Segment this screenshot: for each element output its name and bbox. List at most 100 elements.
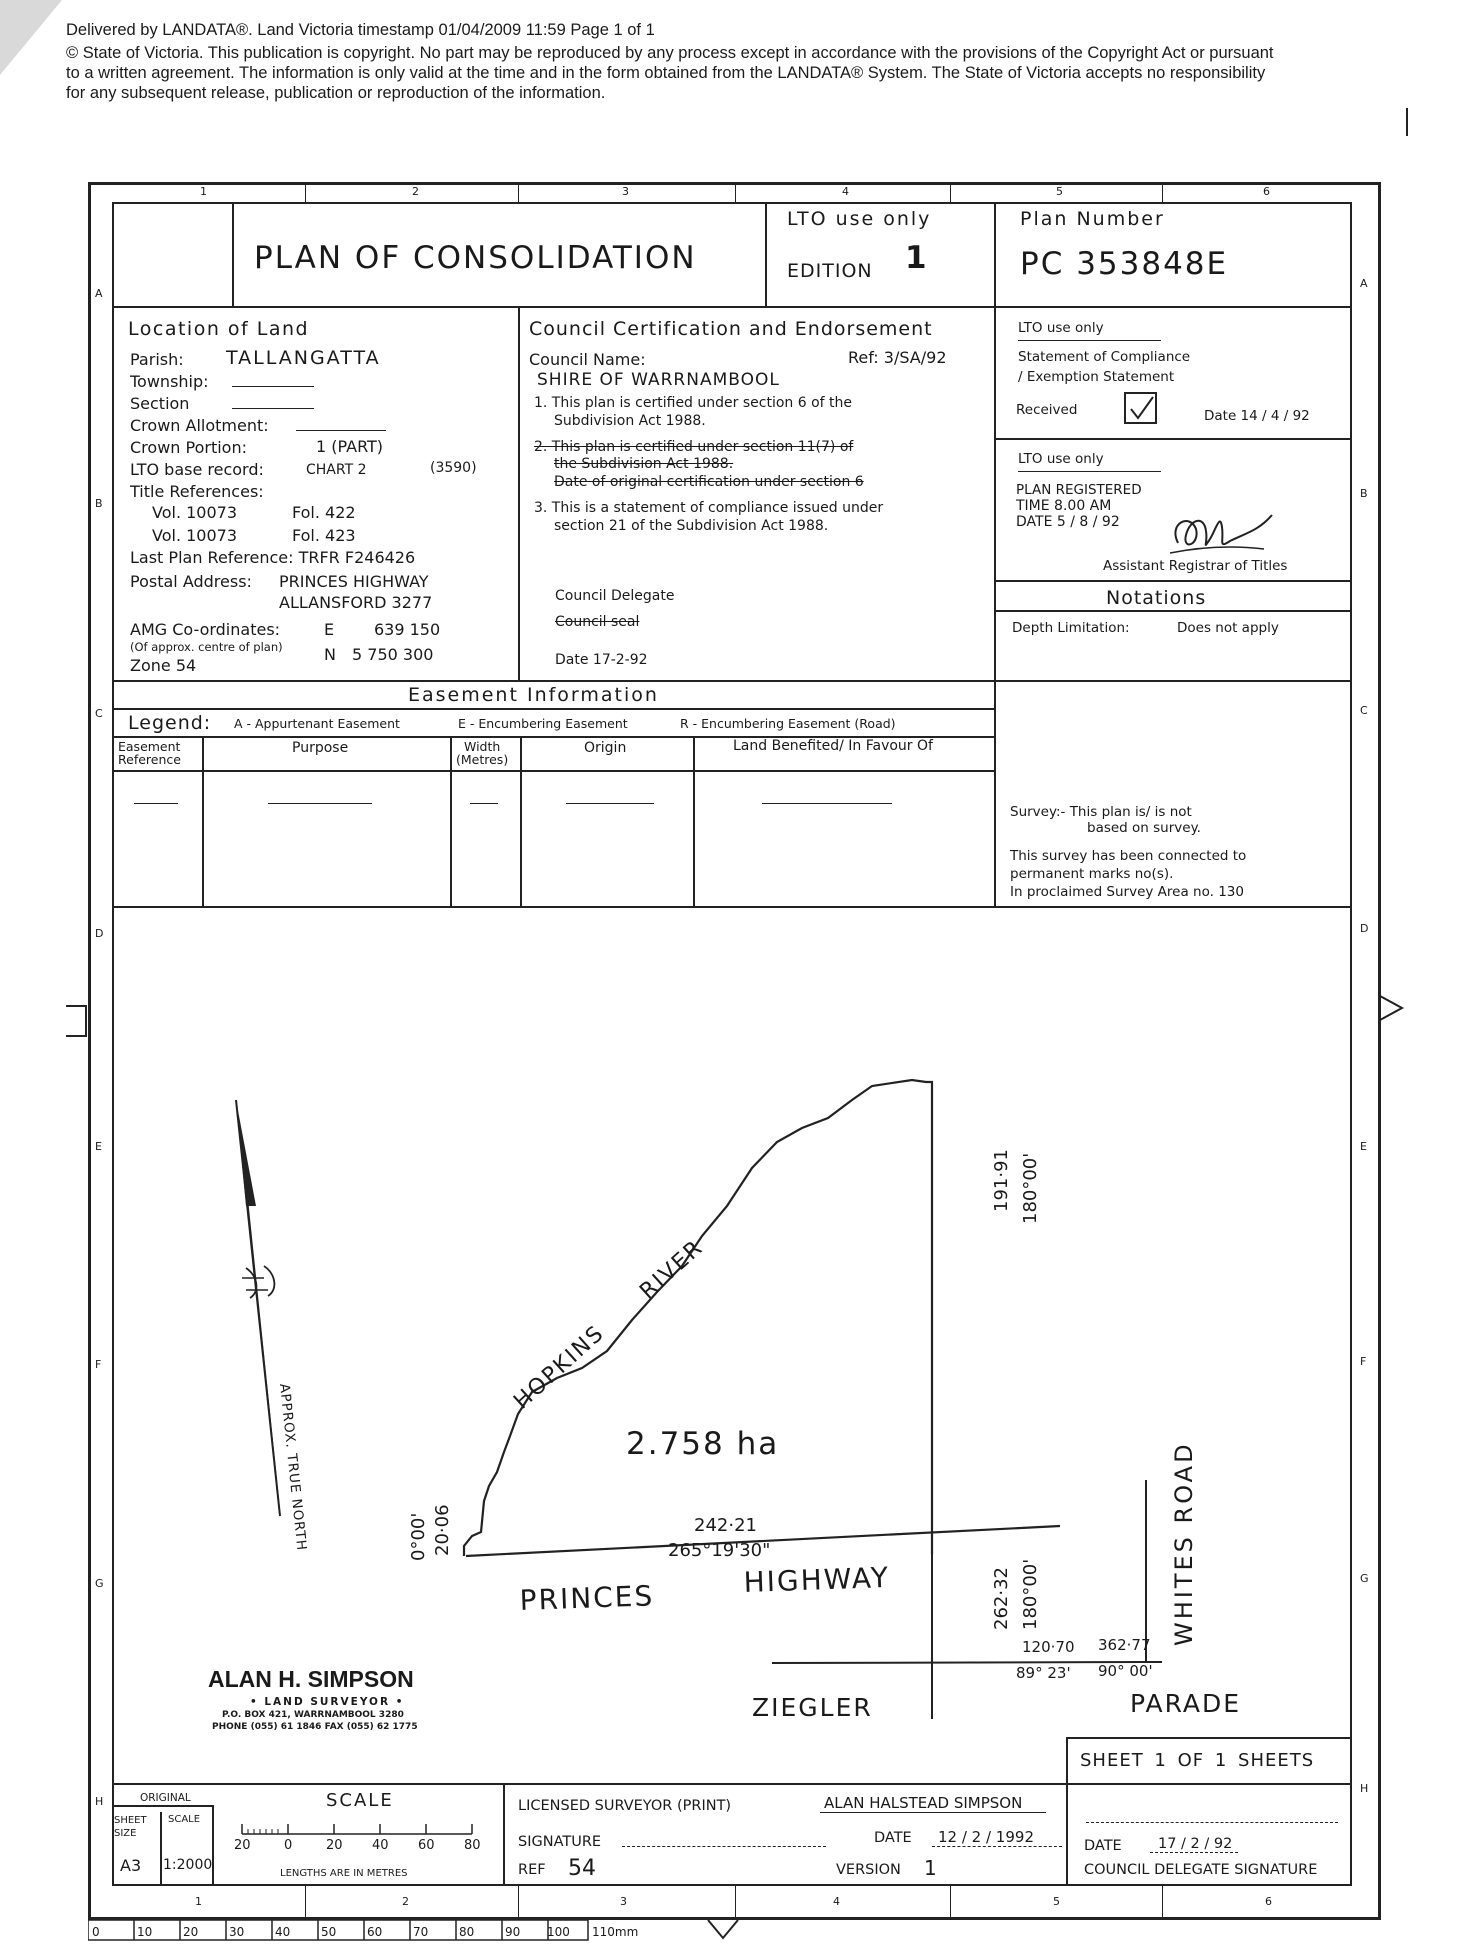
ruler-mark-30: 30 (229, 1925, 245, 1939)
plan-inner-frame (112, 202, 1352, 1886)
boundary-distance-top: 242·21 (694, 1515, 757, 1536)
grid-tick (735, 1886, 736, 1920)
lto-box1-underline (1018, 340, 1161, 341)
notations-heading-underline (994, 610, 1352, 612)
north-label: APPROX. TRUE NORTH (276, 1383, 310, 1552)
lto-box2-label: LTO use only (1018, 451, 1104, 467)
title-refs-label: Title References: (130, 482, 264, 501)
ziegler-bearing: 89° 23' (1016, 1664, 1071, 1682)
legend-label: Legend: (128, 712, 212, 734)
postal-address-label: Postal Address: (130, 572, 252, 591)
surveyor-stamp-phone: PHONE (055) 61 1846 FAX (055) 62 1775 (212, 1722, 418, 1732)
ref-value: 54 (568, 1856, 596, 1881)
ruler-mark-60: 60 (367, 1925, 383, 1939)
road-label-ziegler: ZIEGLER (752, 1693, 873, 1722)
grid-row-b-left: B (95, 497, 103, 510)
grid-tick (950, 1886, 951, 1920)
location-council-divider (518, 306, 520, 680)
licensed-surveyor-name: ALAN HALSTEAD SIMPSON (824, 1794, 1023, 1812)
scale-tick-80: 80 (464, 1838, 481, 1853)
page-corner-fold (0, 0, 62, 75)
postal-address-line-1: PRINCES HIGHWAY (279, 572, 429, 591)
blank-line (232, 386, 314, 387)
lto-box-divider (994, 438, 1352, 440)
lto-use-only-title: LTO use only (787, 208, 932, 230)
section-label: Section (130, 394, 190, 413)
grid-row-e-right: E (1360, 1140, 1367, 1153)
plan-outer-frame (88, 182, 1381, 1920)
easement-heading-underline (112, 708, 994, 710)
title-ref-vol-1: Vol. 10073 (152, 503, 238, 522)
property-boundary-river (462, 1078, 934, 1556)
original-underline (112, 1805, 212, 1807)
received-label: Received (1016, 402, 1078, 418)
legend-appurtenant: A - Appurtenant Easement (234, 716, 400, 731)
last-plan-reference: Last Plan Reference: TRFR F246426 (130, 548, 416, 567)
ziegler-distance: 120·70 (1022, 1638, 1075, 1656)
lto-base-label: LTO base record: (130, 460, 264, 479)
signature-line[interactable] (622, 1846, 826, 1847)
whites-distance: 362·77 (1098, 1636, 1151, 1654)
survey-line-2: based on survey. (1087, 820, 1201, 836)
lto-box1-label: LTO use only (1018, 320, 1104, 336)
received-date: Date 14 / 4 / 92 (1204, 408, 1310, 424)
legend-underline (112, 736, 994, 738)
easement-blank-land (762, 803, 892, 804)
surveyor-date-line (932, 1846, 1062, 1847)
ruler-mark-100: 100 (547, 1925, 570, 1939)
grid-col-5-bottom: 5 (1053, 1895, 1060, 1908)
land-area: 2.758 ha (626, 1426, 779, 1462)
river-label-1: HOPKINS (509, 1321, 609, 1415)
location-heading: Location of Land (128, 318, 310, 340)
council-date-value: 17 / 2 / 92 (1158, 1836, 1233, 1852)
easement-top-divider (112, 680, 1352, 682)
zone: Zone 54 (130, 656, 197, 675)
grid-row-c-left: C (95, 707, 103, 720)
grid-tick (735, 182, 736, 202)
assistant-registrar-label: Assistant Registrar of Titles (1103, 558, 1288, 574)
grid-row-h-right: H (1360, 1782, 1369, 1795)
easement-blank-ref (134, 803, 178, 804)
amg-label: AMG Co-ordinates: (130, 620, 281, 639)
road-label-princes: PRINCES (519, 1579, 655, 1617)
ruler-mark-10: 10 (137, 1925, 153, 1939)
council-signature-line[interactable] (1086, 1822, 1338, 1823)
scale-tick-0: 0 (284, 1838, 293, 1853)
easement-col-ref-1: Easement (118, 739, 181, 754)
version-label: VERSION (836, 1862, 901, 1878)
east-bearing-bottom: 180°00' (1020, 1559, 1041, 1630)
grid-row-g-left: G (95, 1577, 104, 1590)
grid-row-a-right: A (1360, 277, 1368, 290)
council-item-2c: Date of original certification under sec… (554, 474, 864, 490)
grid-col-3-top: 3 (622, 185, 629, 198)
grid-col-2-bottom: 2 (402, 1895, 409, 1908)
footer-divider-council (1066, 1783, 1068, 1886)
easement-col-ref-2: Reference (118, 752, 181, 767)
road-label-parade: PARADE (1130, 1689, 1241, 1718)
legend-encumbering-road: R - Encumbering Easement (Road) (680, 716, 896, 731)
depth-limitation-value: Does not apply (1177, 620, 1279, 636)
title-ref-fol-1: Fol. 422 (292, 503, 356, 522)
ruler-mark-40: 40 (275, 1925, 291, 1939)
blank-line (296, 430, 386, 431)
grid-row-f-left: F (95, 1358, 102, 1371)
grid-col-1-bottom: 1 (195, 1895, 202, 1908)
grid-row-b-right: B (1360, 487, 1368, 500)
easement-col-width-1: Width (464, 739, 501, 754)
easement-blank-origin (566, 803, 654, 804)
edition-label: EDITION (787, 260, 873, 282)
surveyor-stamp-name: ALAN H. SIMPSON (208, 1666, 414, 1692)
side-arrow-marker (1380, 995, 1405, 1021)
received-checkbox[interactable] (1124, 392, 1157, 424)
easement-col-purpose: Purpose (292, 740, 349, 756)
east-bearing-top: 180°00' (1020, 1153, 1041, 1224)
council-item-1b: Subdivision Act 1988. (554, 413, 706, 429)
grid-tick (1162, 182, 1163, 202)
plan-title: PLAN OF CONSOLIDATION (254, 240, 697, 276)
township-label: Township: (130, 372, 209, 391)
parish-value: TALLANGATTA (226, 347, 381, 369)
grid-tick (518, 1886, 519, 1920)
council-item-2a: 2. This plan is certified under section … (534, 439, 854, 455)
grid-col-6-bottom: 6 (1265, 1895, 1272, 1908)
plan-number-label: Plan Number (1020, 208, 1165, 230)
